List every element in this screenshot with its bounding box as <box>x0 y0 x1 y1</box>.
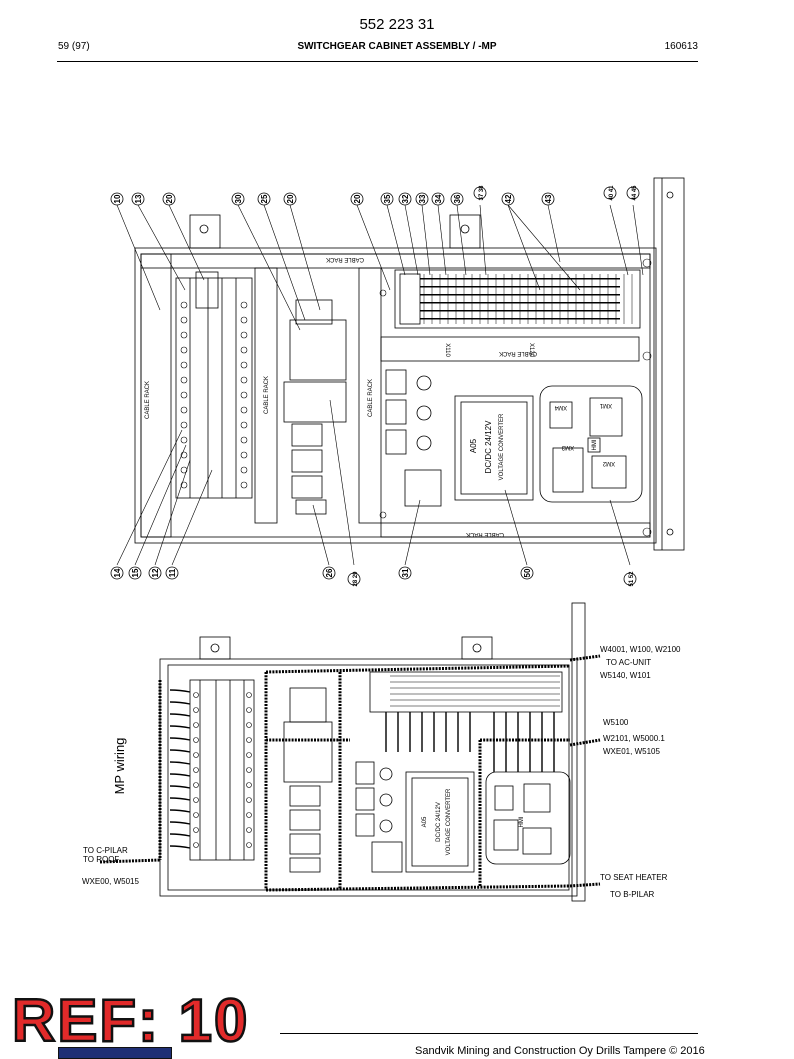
wire-label-top-2: W5140, W101 <box>600 671 651 680</box>
callout-20b: 20 <box>286 194 295 203</box>
to-ac-unit: TO AC-UNIT <box>606 658 651 667</box>
wire-label-mid-2: W2101, W5000.1 <box>603 734 665 743</box>
to-seat-heater: TO SEAT HEATER <box>600 873 668 882</box>
callout-20a: 20 <box>165 194 174 203</box>
label-b-hmi: HMI <box>519 816 525 827</box>
callout-44-45: 44 45 <box>632 185 638 201</box>
label-converter-name: VOLTAGE CONVERTER <box>499 413 505 480</box>
callout-40-41: 40 41 <box>609 185 615 201</box>
callout-13: 13 <box>134 194 143 203</box>
wire-label-mid-3: WXE01, W5105 <box>603 747 660 756</box>
label-xm1: XM1 <box>599 402 612 408</box>
label-b-converter-type: DC/DC 24/12V <box>436 802 442 842</box>
callout-50: 50 <box>523 568 532 577</box>
label-x110: X110 <box>444 343 450 357</box>
to-roof: TO ROOF <box>83 855 119 864</box>
callout-33: 33 <box>418 194 427 203</box>
wire-label-top-1: W4001, W100, W2100 <box>600 645 681 654</box>
callout-11: 11 <box>168 568 177 577</box>
wire-label-left: WXE00, W5015 <box>82 877 139 886</box>
callout-20c: 20 <box>353 194 362 203</box>
callout-10: 10 <box>113 194 122 203</box>
label-cable-rack-left: CABLE RACK <box>145 381 151 419</box>
mp-wiring-title: MP wiring <box>112 738 127 795</box>
callout-26: 26 <box>325 568 334 577</box>
label-cable-rack-mid: CABLE RACK <box>264 376 270 414</box>
label-cable-rack-h: CABLE RACK <box>499 350 537 356</box>
document-number: 552 223 31 <box>359 16 435 33</box>
label-cable-rack-bottom: CABLE RACK <box>466 531 504 537</box>
callout-30: 30 <box>234 194 243 203</box>
to-c-pilar: TO C-PILAR <box>83 846 128 855</box>
header-rule <box>57 61 698 62</box>
callout-15: 15 <box>131 568 140 577</box>
ref-stamp: REF: 10 <box>11 986 250 1056</box>
document-date: 160613 <box>664 41 698 52</box>
callout-35: 35 <box>383 194 392 203</box>
label-b-converter-name: VOLTAGE CONVERTER <box>446 788 452 855</box>
label-converter-type: DC/DC 24/12V <box>484 420 493 474</box>
footer-copyright: Sandvik Mining and Construction Oy Drill… <box>415 1045 705 1057</box>
callout-42: 42 <box>504 194 513 203</box>
callout-32: 32 <box>401 194 410 203</box>
callout-31: 31 <box>401 568 410 577</box>
callout-36: 36 <box>453 194 462 203</box>
callout-14: 14 <box>113 568 122 577</box>
label-xm3: XM3 <box>561 444 574 450</box>
label-cable-rack-right: CABLE RACK <box>368 379 374 417</box>
callout-34: 34 <box>434 194 443 203</box>
document-title: SWITCHGEAR CABINET ASSEMBLY / -MP <box>297 41 497 52</box>
page-number: 59 (97) <box>58 41 90 52</box>
callout-43: 43 <box>544 194 553 203</box>
label-cable-rack-top: CABLE RACK <box>326 256 364 262</box>
label-xm4: XM4 <box>554 404 567 410</box>
label-a05: A05 <box>469 438 478 453</box>
label-x120: X120 <box>528 343 534 358</box>
callout-12: 12 <box>151 568 160 577</box>
company-logo <box>58 1047 172 1059</box>
to-b-pilar: TO B-PILAR <box>610 890 655 899</box>
callout-25: 25 <box>260 194 269 203</box>
callout-28-29: 28 29 <box>353 571 359 587</box>
callout-37-38: 37 38 <box>479 185 485 201</box>
callout-51-52: 51 52 <box>629 571 635 587</box>
wire-label-mid-1: W5100 <box>603 718 629 727</box>
label-b-a05: A05 <box>422 816 428 827</box>
cabinet-assembly-diagram: CABLE RACK CABLE RACK CABLE RACK CABLE R… <box>110 177 685 587</box>
label-hmi: HMI <box>592 439 598 450</box>
footer-rule <box>280 1033 698 1034</box>
mp-wiring-diagram: A05 DC/DC 24/12V VOLTAGE CONVERTER HMI M… <box>82 602 681 902</box>
label-xm2: XM2 <box>602 460 615 466</box>
